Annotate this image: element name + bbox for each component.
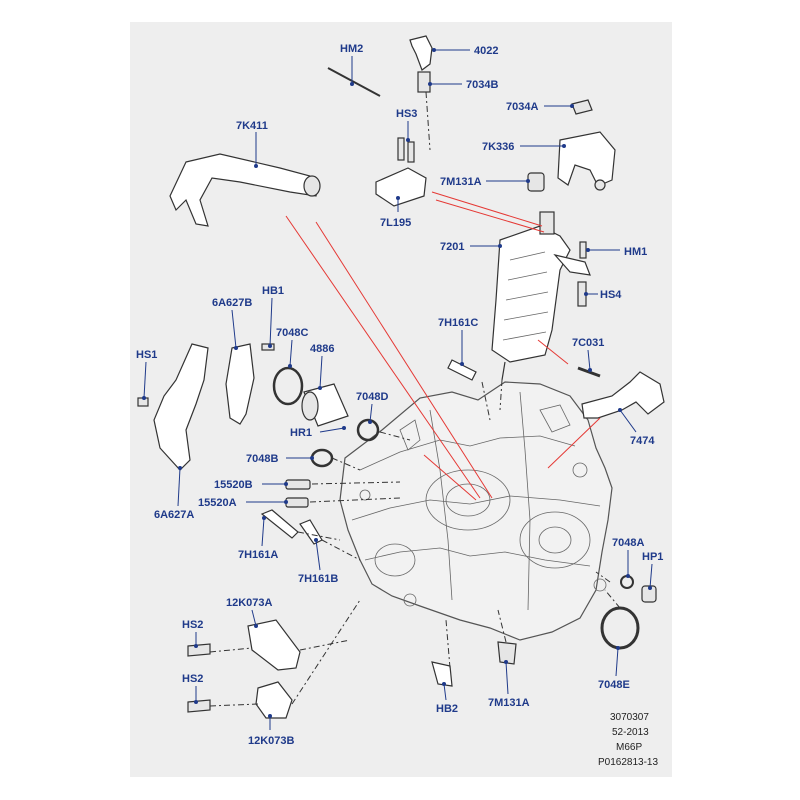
- label-7c031: 7C031: [572, 337, 604, 349]
- label-7048c: 7048C: [276, 327, 308, 339]
- label-6a627a: 6A627A: [154, 509, 194, 521]
- filter-4886: [301, 383, 349, 427]
- assembly-lines: [209, 91, 621, 707]
- reference-line-3: M66P: [616, 742, 642, 753]
- bracket-7k336-bolt: [594, 179, 606, 191]
- selector-housing: [491, 211, 591, 381]
- connector-7034b: [417, 71, 431, 93]
- bolt-hs2-bottom: [187, 699, 211, 713]
- label-7m131a-top: 7M131A: [440, 176, 482, 188]
- bolt-hb2: [431, 661, 453, 687]
- sensor-12k073a: [247, 619, 301, 671]
- label-7048e: 7048E: [598, 679, 630, 691]
- label-hs2-bottom: HS2: [182, 673, 203, 685]
- bracket-6a627b: [225, 343, 255, 425]
- part-labels: HM2 4022 7034B 7034A HS3 7K411 7K336 7M1…: [136, 43, 663, 747]
- lever-7k411: [169, 153, 321, 227]
- label-6a627b: 6A627B: [212, 297, 252, 309]
- label-7201: 7201: [440, 241, 464, 253]
- bush-7034a: [571, 99, 593, 115]
- label-7h161a: 7H161A: [238, 549, 278, 561]
- label-hs2-top: HS2: [182, 619, 203, 631]
- reference-block: 3070307 52-2013 M66P P0162813-13: [598, 712, 658, 768]
- label-hp1: HP1: [642, 551, 663, 563]
- label-hs1: HS1: [136, 349, 157, 361]
- label-7k411: 7K411: [236, 120, 268, 132]
- label-7048b: 7048B: [246, 453, 278, 465]
- leader-lines: [142, 48, 653, 730]
- label-12k073b: 12K073B: [248, 735, 295, 747]
- label-7h161b: 7H161B: [298, 573, 338, 585]
- block-7l195: [375, 167, 427, 207]
- red-reference-lines: [285, 191, 601, 501]
- sensor-15520a: [285, 497, 309, 508]
- label-15520a: 15520A: [198, 497, 237, 509]
- label-hm2: HM2: [340, 43, 363, 55]
- knob-4022: [409, 35, 433, 71]
- label-hs3: HS3: [396, 108, 417, 120]
- grommet-7m131a-bottom: [497, 641, 517, 665]
- stud-hs3: [397, 137, 405, 161]
- label-12k073a: 12K073A: [226, 597, 273, 609]
- grommet-7m131a-top: [527, 172, 545, 192]
- label-hb2: HB2: [436, 703, 458, 715]
- label-7474: 7474: [630, 435, 655, 447]
- pin-7c031: [577, 366, 601, 378]
- label-7034b: 7034B: [466, 79, 498, 91]
- plug-hp1: [641, 585, 657, 603]
- ring-7048d: [356, 418, 380, 442]
- bolt-hb1: [261, 343, 275, 351]
- reference-line-1: 3070307: [610, 712, 649, 723]
- label-hs4: HS4: [600, 289, 622, 301]
- label-7l195: 7L195: [380, 217, 411, 229]
- sensor-15520b: [285, 479, 311, 490]
- label-4022: 4022: [474, 45, 498, 57]
- reference-line-4: P0162813-13: [598, 757, 658, 768]
- label-7k336: 7K336: [482, 141, 514, 153]
- bolt-hs2-top: [187, 643, 211, 657]
- label-hr1: HR1: [290, 427, 312, 439]
- shift-arm-7474: [581, 371, 665, 419]
- label-4886: 4886: [310, 343, 334, 355]
- transmission-case: [339, 381, 613, 641]
- label-7m131a-bottom: 7M131A: [488, 697, 530, 709]
- label-hb1: HB1: [262, 285, 284, 297]
- label-7048d: 7048D: [356, 391, 388, 403]
- stud-hs3-b: [407, 141, 415, 163]
- reference-line-2: 52-2013: [612, 727, 649, 738]
- bolt-7h161c: [447, 359, 477, 381]
- label-hm1: HM1: [624, 246, 647, 258]
- ring-7048c: [272, 366, 304, 406]
- label-7h161c: 7H161C: [438, 317, 478, 329]
- bracket-7k336: [557, 131, 616, 187]
- pin-hm2: [327, 67, 381, 97]
- label-7034a: 7034A: [506, 101, 538, 113]
- label-7048a: 7048A: [612, 537, 644, 549]
- pin-hm1: [579, 241, 587, 259]
- label-15520b: 15520B: [214, 479, 253, 491]
